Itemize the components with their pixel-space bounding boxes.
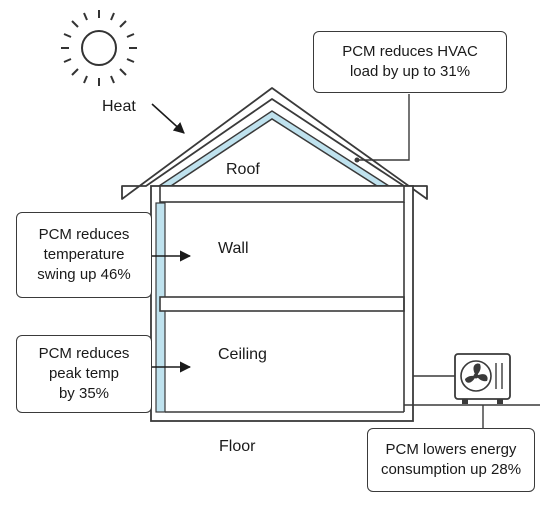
attic-floor-slab: [159, 185, 405, 203]
ceiling-label: Ceiling: [218, 346, 267, 363]
peak-temp-callout-line-3: by 35%: [58, 385, 110, 402]
energy-callout-line-2: consumption up 28%: [380, 461, 522, 478]
hvac-outdoor-unit-icon: [454, 353, 511, 404]
heat-label: Heat: [102, 98, 136, 115]
heat-arrow-icon: [151, 103, 185, 134]
temperature-callout-line-1: PCM reduces: [38, 226, 130, 243]
hvac-callout: PCM reduces HVAC load by up to 31%: [313, 31, 507, 93]
floor-label: Floor: [219, 438, 256, 455]
middle-floor-slab: [159, 296, 405, 312]
house: [121, 87, 428, 422]
hvac-callout-line-2: load by up to 31%: [349, 63, 471, 80]
hvac-callout-line-1: PCM reduces HVAC: [342, 43, 478, 60]
wall-label: Wall: [218, 240, 249, 257]
peak-temp-callout: PCM reduces peak temp by 35%: [16, 335, 152, 413]
energy-callout: PCM lowers energy consumption up 28%: [367, 428, 535, 492]
hvac-leader-line: [358, 94, 410, 161]
temperature-callout-line-2: temperature: [43, 246, 125, 263]
peak-temp-callout-line-1: PCM reduces: [38, 345, 130, 362]
peak-temp-callout-line-2: peak temp: [48, 365, 120, 382]
temperature-callout-line-3: swing up 46%: [37, 266, 131, 283]
temperature-swing-callout: PCM reduces temperature swing up 46%: [16, 212, 152, 298]
attic-space: [168, 118, 380, 187]
roof-label: Roof: [226, 161, 260, 178]
sun-icon: [61, 10, 137, 86]
energy-callout-line-1: PCM lowers energy: [385, 441, 517, 458]
